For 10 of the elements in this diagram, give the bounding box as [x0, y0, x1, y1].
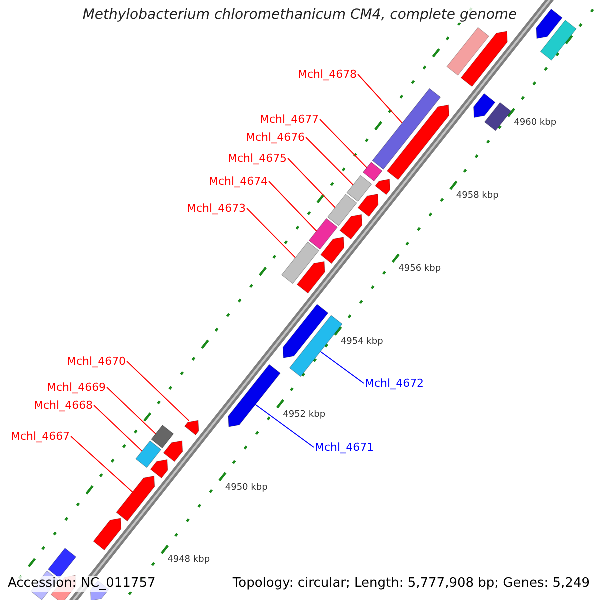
- genome-info-text: Topology: circular; Length: 5,777,908 bp; Genes: 5,249: [232, 576, 590, 592]
- scale-label: 4948 kbp: [168, 555, 210, 566]
- scale-label: 4956 kbp: [398, 264, 442, 276]
- scale-label: 4954 kbp: [340, 336, 384, 348]
- title: Methylobacterium chloromethanicum CM4, complete genome: [82, 7, 518, 23]
- scale-label: 4960 kbp: [514, 118, 557, 130]
- scale-label: 4950 kbp: [225, 482, 268, 494]
- scale-label: 4952 kbp: [283, 410, 326, 421]
- scale-label: 4958 kbp: [456, 191, 499, 202]
- accession-text: Accession: NC_011757: [8, 576, 156, 592]
